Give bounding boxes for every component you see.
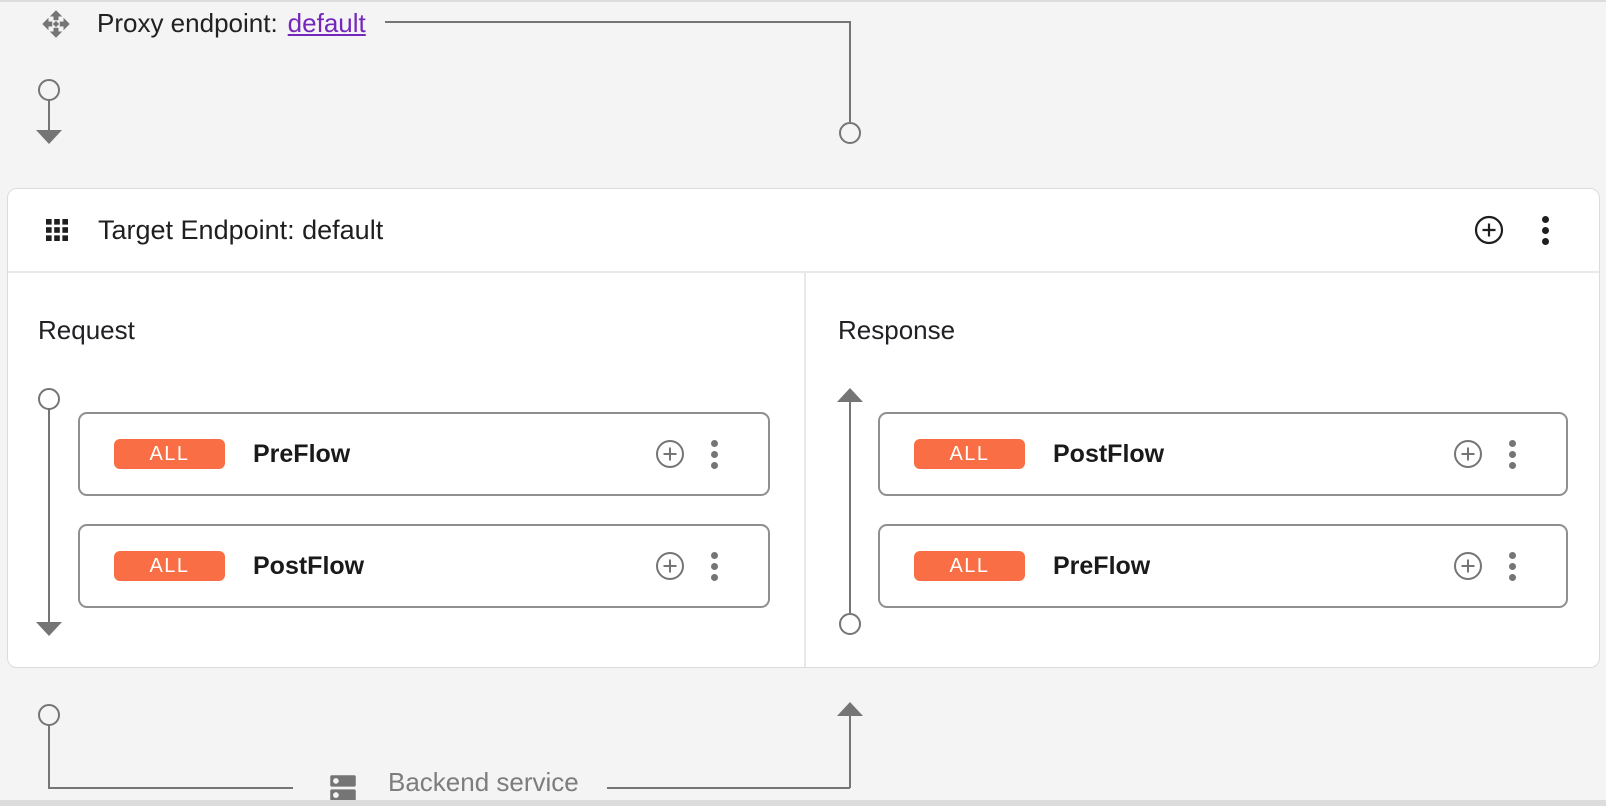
proxy-endpoint-link[interactable]: default [287, 8, 366, 38]
top-edge-divider [0, 0, 1606, 2]
more-vert-icon [1509, 439, 1516, 469]
add-circle-icon [1474, 215, 1504, 245]
request-start-node [38, 79, 60, 101]
backend-out-drop [48, 725, 50, 788]
backend-service-label: Backend service [388, 767, 579, 797]
flow-name: PostFlow [1053, 439, 1165, 468]
request-response-divider [804, 273, 806, 667]
backend-out-node [38, 704, 60, 726]
more-vert-icon [1509, 551, 1516, 581]
condition-badge: ALL [914, 551, 1025, 581]
backend-out-line [48, 787, 293, 789]
condition-badge: ALL [114, 439, 225, 469]
response-flow-line [849, 402, 851, 613]
request-flow-line [48, 409, 50, 622]
add-policy-button[interactable] [655, 439, 685, 469]
endpoint-menu-button[interactable] [1542, 215, 1549, 245]
backend-return-arrow [837, 702, 863, 716]
proxy-endpoint-move-icon [42, 9, 70, 38]
add-circle-icon [1454, 440, 1482, 468]
bottom-edge-divider [0, 800, 1606, 806]
flow-menu-button[interactable] [1509, 439, 1516, 469]
more-vert-icon [711, 439, 718, 469]
flow-box-response-preflow[interactable]: ALL PreFlow [878, 524, 1568, 608]
backend-return-line [607, 787, 850, 789]
flow-box-request-preflow[interactable]: ALL PreFlow [78, 412, 770, 496]
condition-badge: ALL [114, 551, 225, 581]
backend-return-rise [849, 716, 851, 788]
response-flow-start-node [839, 613, 861, 635]
add-policy-button[interactable] [1453, 551, 1483, 581]
connector-end-node [839, 122, 861, 144]
proxy-endpoint-text: Proxy endpoint: default [97, 8, 366, 39]
target-endpoint-grid-icon [46, 219, 68, 241]
request-inbound-arrow [36, 130, 62, 144]
proxy-endpoint-label: Proxy endpoint: [97, 8, 278, 38]
condition-badge: ALL [914, 439, 1025, 469]
flow-box-response-postflow[interactable]: ALL PostFlow [878, 412, 1568, 496]
add-circle-icon [1454, 552, 1482, 580]
add-policy-button[interactable] [655, 551, 685, 581]
request-inbound-line [48, 100, 50, 131]
request-panel-label: Request [38, 315, 135, 345]
flow-name: PostFlow [253, 551, 365, 580]
target-endpoint-header: Target Endpoint: default [8, 189, 1599, 273]
request-flow-start-node [38, 388, 60, 410]
flow-name: PreFlow [253, 439, 351, 468]
flow-menu-button[interactable] [711, 439, 718, 469]
add-policy-button[interactable] [1453, 439, 1483, 469]
flow-menu-button[interactable] [1509, 551, 1516, 581]
connector-proxy-to-response-drop [849, 21, 851, 122]
add-circle-icon [656, 552, 684, 580]
backend-service-icon [330, 775, 356, 801]
response-panel-label: Response [838, 315, 956, 345]
more-vert-icon [711, 551, 718, 581]
flow-name: PreFlow [1053, 551, 1151, 580]
add-circle-icon [656, 440, 684, 468]
flow-box-request-postflow[interactable]: ALL PostFlow [78, 524, 770, 608]
request-flow-arrow [36, 622, 62, 636]
connector-proxy-to-response [385, 21, 850, 23]
add-flow-button[interactable] [1474, 215, 1504, 245]
proxy-endpoint-row: Proxy endpoint: default [41, 8, 366, 39]
more-vert-icon [1542, 215, 1549, 245]
flow-menu-button[interactable] [711, 551, 718, 581]
response-flow-arrow [837, 388, 863, 402]
target-endpoint-title: Target Endpoint: default [98, 214, 384, 245]
